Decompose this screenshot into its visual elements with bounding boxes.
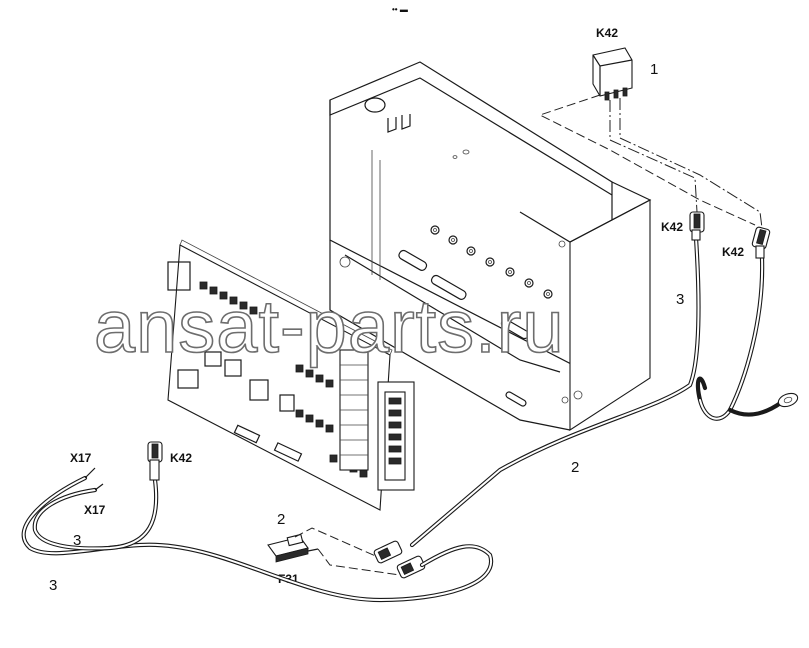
callout-2-fuse: 2 [277, 511, 285, 528]
leader-line [609, 100, 698, 213]
enclosure-box [329, 61, 652, 432]
relay-k42 [592, 47, 633, 101]
leader-line [294, 527, 381, 559]
label-k42-right-a: K42 [661, 220, 683, 234]
leader-line [538, 94, 756, 226]
leader-line [317, 548, 401, 576]
callout-2-cable: 2 [571, 459, 579, 476]
label-k42-relay: K42 [596, 26, 618, 40]
cable-left [21, 441, 494, 603]
circuit-board [167, 239, 415, 511]
fuse-f31 [267, 533, 319, 563]
callout-3-right: 3 [676, 291, 684, 308]
callout-3-left-b: 3 [49, 577, 57, 594]
leader-line [619, 98, 763, 229]
cable-right [409, 211, 799, 548]
callout-3-left-a: 3 [73, 532, 81, 549]
label-k42-right-b: K42 [722, 245, 744, 259]
watermark: ansat-parts.ru [94, 285, 565, 368]
callout-1: 1 [650, 61, 658, 78]
label-k42-left: K42 [170, 451, 192, 465]
label-x17-b: X17 [84, 503, 106, 517]
header-mark: •• ▬ [392, 5, 408, 14]
fuse-connectors [373, 540, 426, 579]
label-x17-a: X17 [70, 451, 92, 465]
